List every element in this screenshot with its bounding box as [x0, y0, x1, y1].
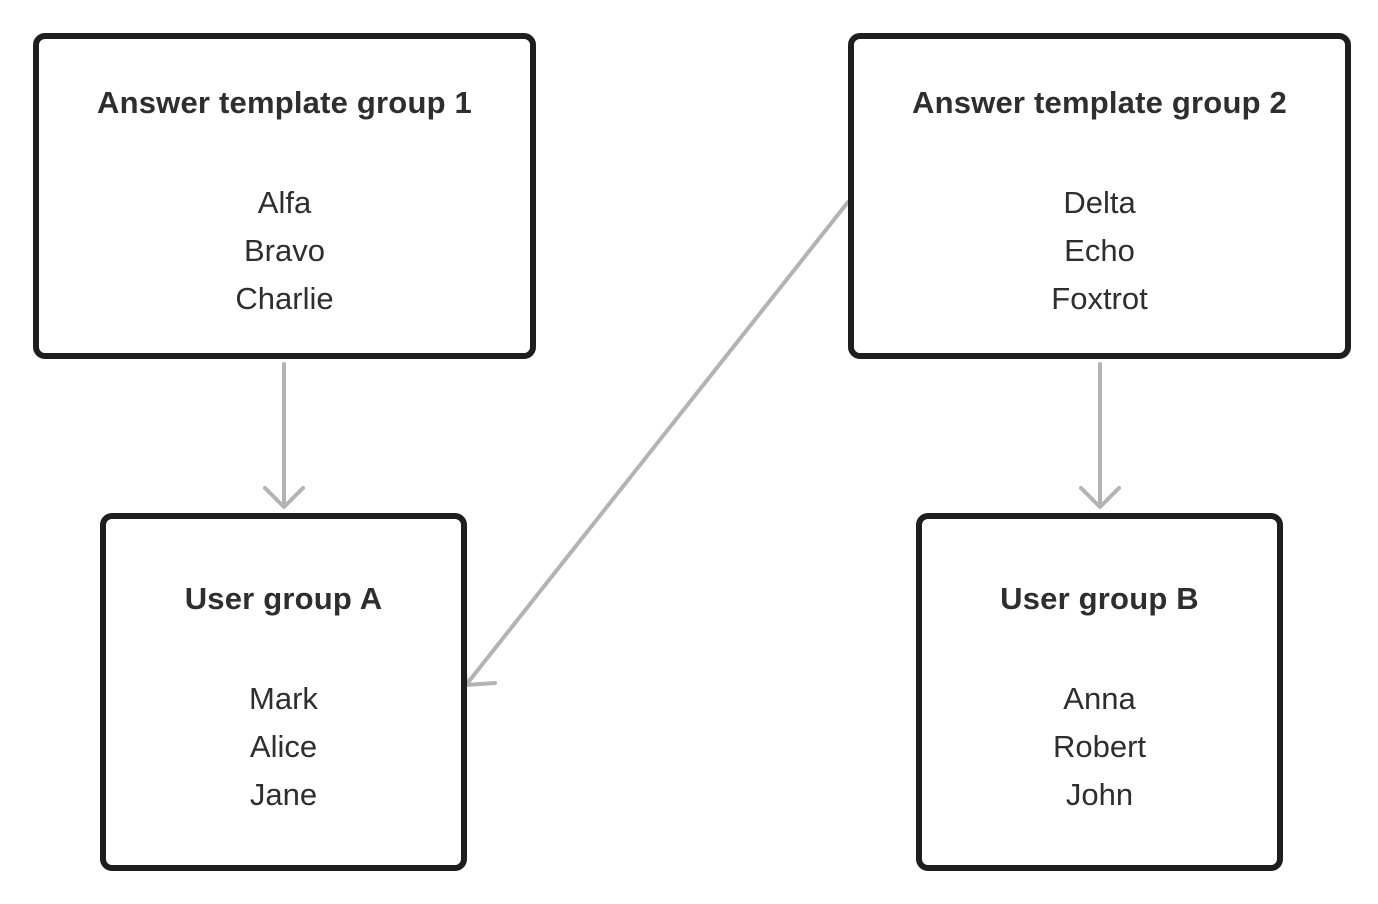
- node-item: Mark: [249, 681, 318, 716]
- node-title: User group B: [1000, 581, 1199, 616]
- node-item: John: [1065, 777, 1134, 812]
- node-item: Alice: [249, 729, 318, 764]
- node-item: Charlie: [235, 281, 334, 316]
- node-item: Jane: [249, 777, 318, 812]
- node-title: Answer template group 1: [97, 85, 472, 120]
- answer-template-group-2-box: Answer template group 2 Delta Echo Foxtr…: [848, 33, 1351, 359]
- node-title: Answer template group 2: [912, 85, 1287, 120]
- user-group-a-box: User group A Mark Alice Jane: [100, 513, 467, 871]
- node-item: Robert: [1052, 729, 1147, 764]
- node-item: Bravo: [244, 233, 325, 268]
- node-item-list: Mark Alice Jane: [106, 675, 461, 819]
- node-title: User group A: [184, 581, 383, 616]
- node-item-list: Anna Robert John: [922, 675, 1277, 819]
- node-item: Alfa: [257, 185, 312, 220]
- node-item-list: Delta Echo Foxtrot: [854, 179, 1345, 323]
- node-item: Anna: [1063, 681, 1136, 716]
- answer-template-group-1-box: Answer template group 1 Alfa Bravo Charl…: [33, 33, 536, 359]
- arrow-atg1-to-user-group-a: [263, 362, 305, 509]
- node-item-list: Alfa Bravo Charlie: [39, 179, 530, 323]
- node-item: Foxtrot: [1051, 281, 1148, 316]
- arrow-atg2-to-user-group-b: [1079, 362, 1121, 509]
- node-item: Echo: [1064, 233, 1135, 268]
- node-item: Delta: [1063, 185, 1136, 220]
- user-group-b-box: User group B Anna Robert John: [916, 513, 1283, 871]
